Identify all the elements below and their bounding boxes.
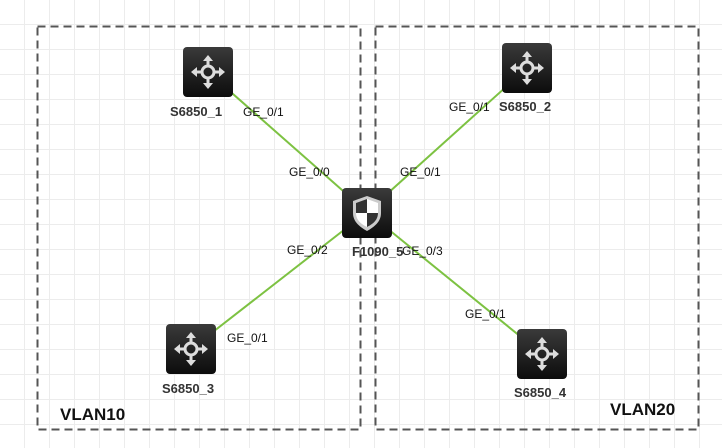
port-label: GE_0/1 bbox=[400, 165, 441, 179]
zone-label-vlan20: VLAN20 bbox=[610, 400, 676, 419]
zone-label-vlan10: VLAN10 bbox=[60, 405, 126, 424]
firewall-icon[interactable] bbox=[342, 188, 392, 238]
device-label-f1090-5: F1090_5 bbox=[352, 244, 404, 259]
port-label: GE_0/1 bbox=[449, 100, 490, 114]
port-label: GE_0/2 bbox=[287, 243, 328, 257]
device-label-s6850-3: S6850_3 bbox=[162, 381, 215, 396]
switch-icon[interactable] bbox=[502, 43, 552, 93]
port-label: GE_0/3 bbox=[402, 244, 443, 258]
link-s6850-2[interactable] bbox=[366, 67, 528, 213]
device-label-s6850-1: S6850_1 bbox=[170, 104, 223, 119]
port-label: GE_0/0 bbox=[289, 165, 330, 179]
switch-icon[interactable] bbox=[183, 47, 233, 97]
device-label-s6850-2: S6850_2 bbox=[499, 99, 552, 114]
link-s6850-3[interactable] bbox=[190, 211, 368, 350]
link-s6850-4[interactable] bbox=[366, 211, 543, 355]
switch-icon[interactable] bbox=[517, 329, 567, 379]
port-label: GE_0/1 bbox=[243, 105, 284, 119]
device-label-s6850-4: S6850_4 bbox=[514, 385, 567, 400]
link-s6850-1[interactable] bbox=[207, 71, 368, 213]
port-label: GE_0/1 bbox=[465, 307, 506, 321]
port-label: GE_0/1 bbox=[227, 331, 268, 345]
switch-icon[interactable] bbox=[166, 324, 216, 374]
